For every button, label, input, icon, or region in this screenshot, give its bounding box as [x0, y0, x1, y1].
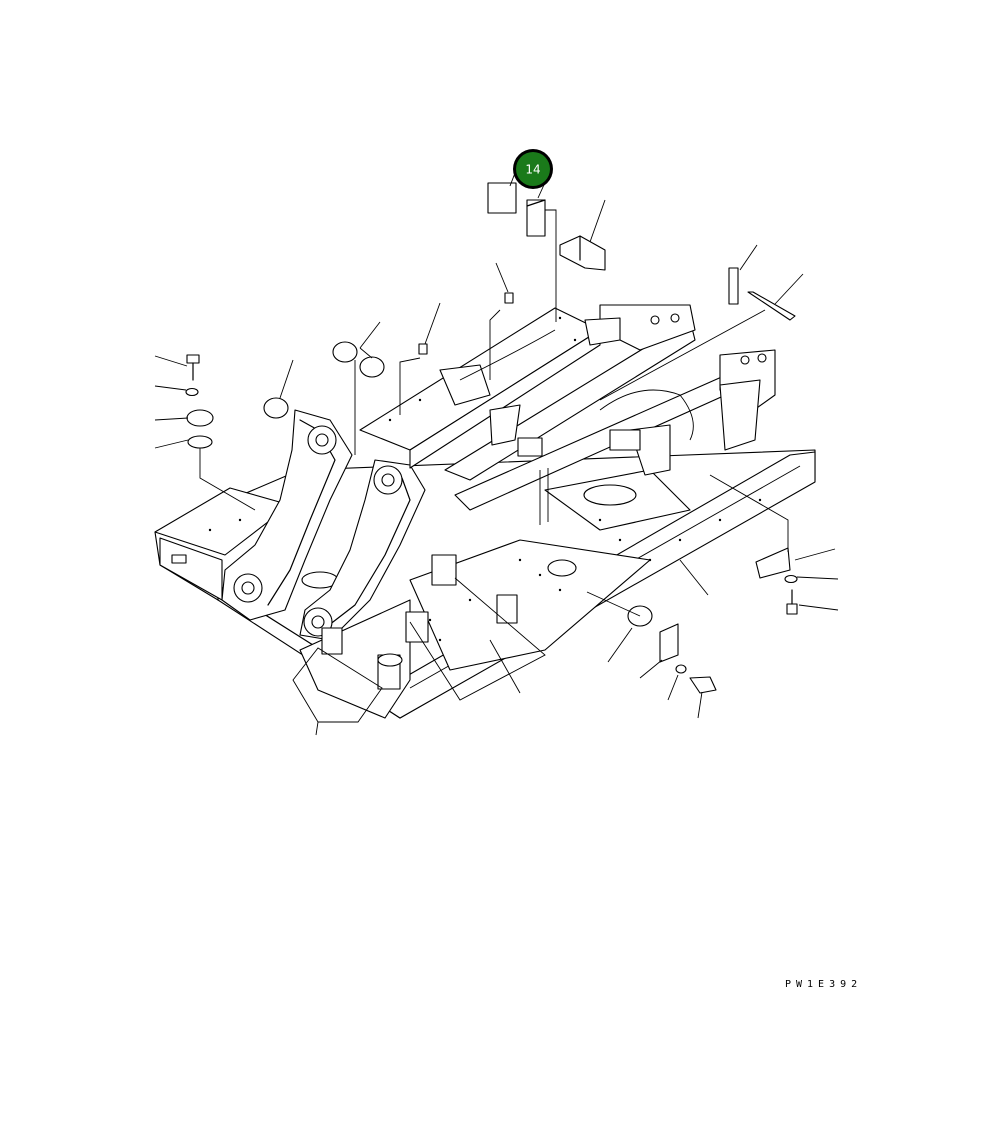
- callout-badge-fill: [516, 152, 550, 186]
- leader-lines: [154, 159, 839, 736]
- lift-arms: [221, 409, 426, 641]
- mount-brackets: [321, 429, 641, 655]
- callout-badge-14[interactable]: 14: [513, 149, 553, 189]
- callout-number: 14: [525, 163, 540, 177]
- rivet-dots: [208, 316, 762, 642]
- figure-code: PW1E392: [785, 979, 862, 990]
- loose-parts: [185, 182, 798, 694]
